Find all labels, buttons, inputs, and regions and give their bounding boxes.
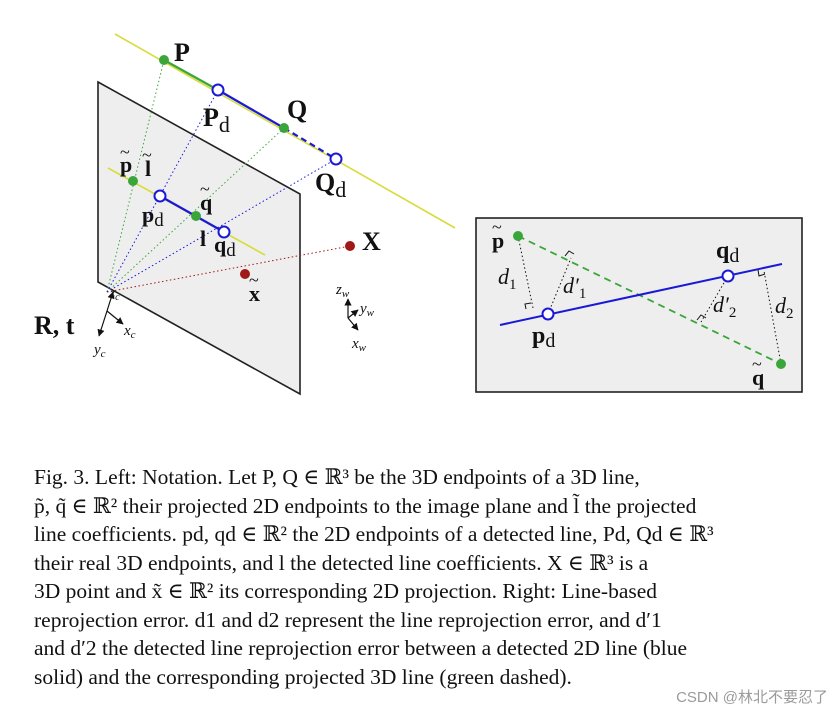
label-qd: qd (214, 232, 236, 261)
csdn-watermark: CSDN @林北不要忍了 (676, 689, 828, 706)
label-pd: pd (142, 202, 164, 231)
right-angle-markers (524, 250, 766, 321)
left-panel: P Q Pd Qd p ~ l ~ pd q ~ l qd X x ~ zc x… (34, 33, 456, 396)
label-p-tilde: p (120, 152, 132, 177)
world-axis-x-label: xw (351, 336, 367, 354)
tilde-q: ~ (200, 179, 210, 199)
projection-rays (106, 59, 351, 293)
rp-point-q-tilde-dot (776, 359, 786, 369)
distance-lines (517, 235, 782, 365)
point-p-tilde-dot (128, 176, 138, 186)
world-frame: zw yw xw (335, 282, 375, 354)
tilde-l: ~ (142, 145, 152, 165)
camera-axis-x-label: xc (123, 323, 136, 341)
point-x-tilde-dot (240, 269, 250, 279)
label-l: l (200, 226, 206, 251)
caption-line-1: Fig. 3. Left: Notation. Let P, Q ∈ ℝ³ be… (34, 465, 640, 489)
rp-point-p-tilde-dot (513, 231, 523, 241)
caption-line-4: their real 3D endpoints, and l the detec… (34, 550, 649, 575)
projected-line-dashed (517, 235, 782, 365)
figure-caption: Fig. 3. Left: Notation. Let P, Q ∈ ℝ³ be… (34, 463, 800, 691)
point-Pd-dot (211, 83, 225, 97)
label-P: P (174, 38, 190, 67)
caption-line-7: and d′2 the detected line reprojection e… (34, 636, 687, 660)
point-X-dot (345, 241, 355, 251)
rp-label-q-tilde: q (752, 365, 765, 390)
point-q-tilde-dot (191, 211, 201, 221)
rp-label-p-tilde: p (492, 228, 504, 253)
point-Qd-dot (329, 152, 343, 166)
camera-axis-z-label: zc (109, 285, 120, 303)
rp-label-d1p: d′1 (563, 273, 586, 302)
label-x-tilde: x (249, 281, 260, 306)
point-P-dot (159, 55, 169, 65)
rp-label-pd: pd (532, 323, 555, 352)
camera-label-Rt: R, t (34, 311, 75, 340)
world-axis-y-label: yw (358, 301, 375, 319)
camera-frame: zc xc yc R, t (34, 285, 136, 360)
caption-line-6: reprojection error. d1 and d2 represent … (34, 607, 662, 632)
rp-point-qd-dot (721, 269, 735, 283)
right-panel-box (475, 217, 803, 393)
caption-line-2: p̃, q̃ ∈ ℝ² their projected 2D endpoints… (34, 493, 697, 518)
label-Q: Q (287, 95, 307, 124)
tilde-p: ~ (120, 142, 130, 162)
segment-P-Pd (163, 59, 219, 91)
point-pd-dot (153, 189, 167, 203)
rp-tilde-p: ~ (492, 217, 502, 237)
tilde-x: ~ (249, 270, 259, 290)
caption-line-8: solid) and the corresponding projected 3… (34, 664, 572, 689)
label-Qd: Qd (315, 168, 346, 202)
right-panel: p ~ pd qd q ~ d1 d′1 d′2 d2 (475, 217, 803, 393)
segment-Pd-Q (217, 89, 285, 129)
segment-Q-Qd-dashed (283, 127, 337, 160)
camera-axis-y-label: yc (92, 342, 106, 360)
label-l-tilde: l (145, 156, 151, 181)
rp-label-qd: qd (716, 238, 739, 267)
label-X: X (362, 227, 381, 256)
world-axis-z-label: zw (335, 282, 350, 300)
point-qd-dot (217, 225, 231, 239)
caption-line-3: line coefficients. pd, qd ∈ ℝ² the 2D en… (34, 522, 714, 546)
label-Pd: Pd (203, 103, 230, 137)
rp-label-d1: d1 (498, 264, 517, 293)
caption-line-5: 3D point and x̃ ∈ ℝ² its corresponding 2… (34, 579, 658, 603)
rp-label-d2: d2 (775, 293, 794, 322)
rp-label-d2p: d′2 (713, 292, 736, 321)
point-Q-dot (279, 123, 289, 133)
label-q-tilde: q (200, 190, 213, 215)
rp-tilde-q: ~ (752, 354, 762, 374)
image-plane (97, 80, 301, 396)
rp-point-pd-dot (541, 307, 555, 321)
